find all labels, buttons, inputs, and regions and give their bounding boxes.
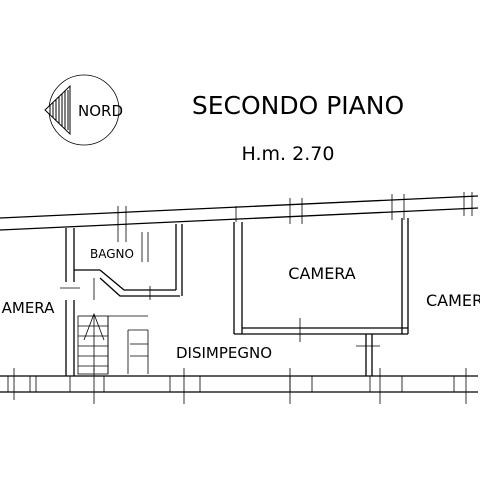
- compass: NORD: [44, 74, 123, 146]
- top-wall: [0, 192, 479, 242]
- room-label-camera-right: CAMER: [426, 291, 480, 310]
- ceiling-height: H.m. 2.70: [242, 143, 335, 165]
- room-label-camera-left: AMERA: [2, 299, 55, 317]
- room-label-camera-center: CAMERA: [288, 264, 356, 283]
- room-label-disimpegno: DISIMPEGNO: [176, 344, 272, 362]
- bottom-wall: [0, 368, 478, 404]
- room-label-bagno: BAGNO: [90, 247, 134, 261]
- interior-walls: [65, 218, 409, 376]
- staircase: [77, 312, 149, 375]
- door-marks: [60, 278, 151, 300]
- plan-title: SECONDO PIANO: [192, 91, 404, 120]
- compass-label: NORD: [78, 102, 123, 120]
- north-arrow-icon: [44, 84, 71, 136]
